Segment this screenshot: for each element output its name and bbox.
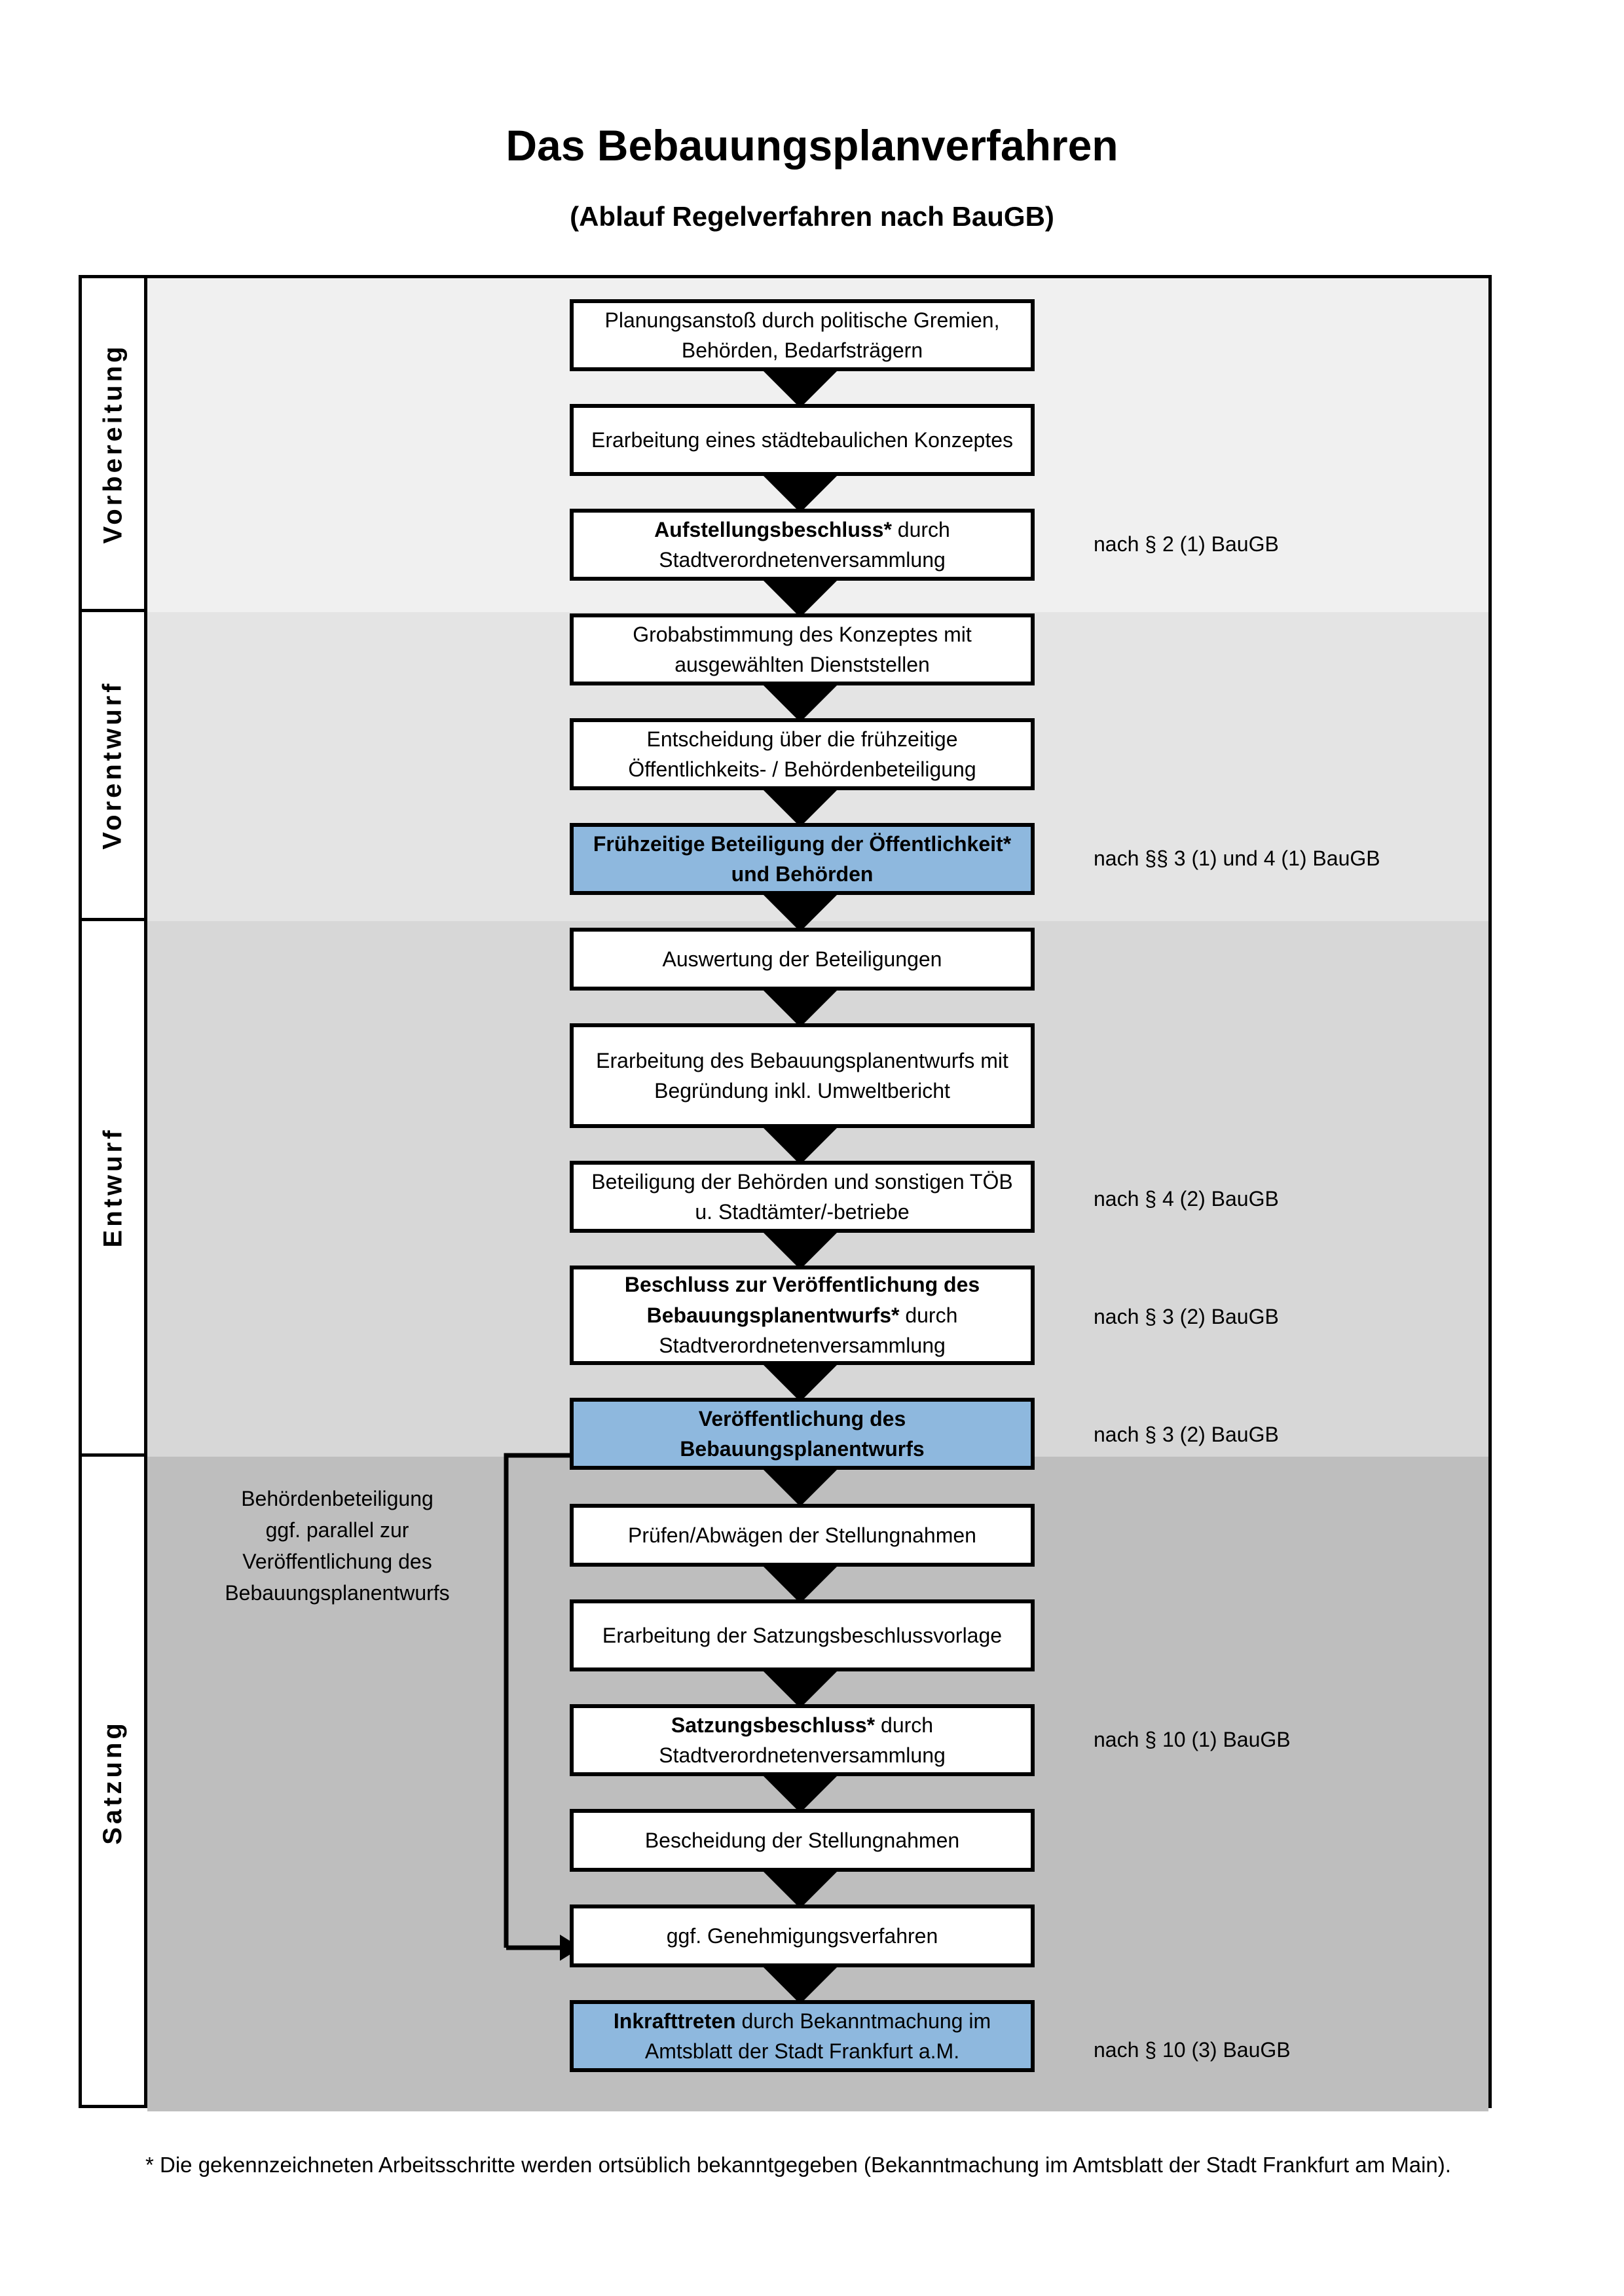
title-block: Das Bebauungsplanverfahren (Ablauf Regel… <box>0 122 1624 232</box>
step-label: Erarbeitung eines städtebaulichen Konzep… <box>591 428 1013 452</box>
step-label: Inkrafttreten durch Bekanntmachung im Am… <box>613 2009 991 2063</box>
arrow-icon-1 <box>760 367 841 408</box>
step-label: Beteiligung der Behörden und sonstigen T… <box>591 1169 1013 1224</box>
arrow-icon-12 <box>760 1563 841 1603</box>
phase-label-rail: Vorbereitung Vorentwurf Entwurf Satzung <box>82 278 147 2105</box>
note-par2: nach § 2 (1) BauGB <box>1094 532 1279 556</box>
step-label: Auswertung der Beteiligungen <box>662 947 942 971</box>
arrow-icon-8 <box>760 1124 841 1165</box>
step-fruehzeitige-beteiligung[interactable]: Frühzeitige Beteiligung der Öffentlichke… <box>570 823 1035 895</box>
page-subtitle: (Ablauf Regelverfahren nach BauGB) <box>570 200 1054 232</box>
side-note-parallel: Behördenbeteiligung ggf. parallel zur Ve… <box>196 1483 478 1609</box>
arrow-icon-3 <box>760 577 841 617</box>
phase-label-entwurf: Entwurf <box>98 1127 127 1248</box>
parallel-path-connector <box>504 1453 580 1961</box>
step-bescheidung-stellungnahmen[interactable]: Bescheidung der Stellungnahmen <box>570 1809 1035 1872</box>
step-label: Beschluss zur Veröffentlichung des Bebau… <box>624 1273 980 1358</box>
step-label: Grobabstimmung des Konzeptes mit ausgewä… <box>633 622 972 676</box>
step-label: Veröffentlichung des Bebauungsplanentwur… <box>680 1406 925 1461</box>
arrow-icon-7 <box>760 987 841 1027</box>
arrow-icon-5 <box>760 786 841 827</box>
step-inkrafttreten[interactable]: Inkrafttreten durch Bekanntmachung im Am… <box>570 2000 1035 2072</box>
phase-label-vorbereitung: Vorbereitung <box>98 343 127 544</box>
page-title: Das Bebauungsplanverfahren <box>506 121 1118 170</box>
flowchart-frame: Vorbereitung Vorentwurf Entwurf Satzung … <box>79 275 1492 2111</box>
step-label: Entscheidung über die frühzeitige Öffent… <box>628 727 976 781</box>
step-label: Satzungsbeschluss* durch Stadtverordnete… <box>659 1713 946 1767</box>
step-satzungsbeschluss[interactable]: Satzungsbeschluss* durch Stadtverordnete… <box>570 1704 1035 1776</box>
step-label: Prüfen/Abwägen der Stellungnahmen <box>628 1523 976 1547</box>
footnote: * Die gekennzeichneten Arbeitsschritte w… <box>145 2153 1451 2177</box>
step-erarbeitung-satzungsvorlage[interactable]: Erarbeitung der Satzungsbeschlussvorlage <box>570 1599 1035 1671</box>
phase-cell-vorbereitung: Vorbereitung <box>82 278 144 612</box>
step-aufstellungsbeschluss[interactable]: Aufstellungsbeschluss* durch Stadtverord… <box>570 509 1035 581</box>
step-staedtebauliches-konzept[interactable]: Erarbeitung eines städtebaulichen Konzep… <box>570 404 1035 476</box>
arrow-icon-2 <box>760 472 841 513</box>
arrow-icon-14 <box>760 1772 841 1813</box>
side-note-line-2: ggf. parallel zur <box>265 1518 409 1542</box>
arrow-icon-4 <box>760 682 841 722</box>
arrow-icon-16 <box>760 1963 841 2004</box>
phase-cell-satzung: Satzung <box>82 1457 144 2108</box>
step-veroeffentlichung-bplan[interactable]: Veröffentlichung des Bebauungsplanentwur… <box>570 1398 1035 1470</box>
arrow-icon-10 <box>760 1361 841 1402</box>
side-note-line-4: Bebauungsplanentwurfs <box>225 1581 450 1605</box>
note-par4-2: nach § 4 (2) BauGB <box>1094 1187 1279 1211</box>
arrow-icon-9 <box>760 1229 841 1269</box>
step-label: Erarbeitung der Satzungsbeschlussvorlage <box>602 1623 1003 1647</box>
step-grobabstimmung[interactable]: Grobabstimmung des Konzeptes mit ausgewä… <box>570 613 1035 685</box>
note-par3-2-b: nach § 3 (2) BauGB <box>1094 1423 1279 1446</box>
step-beteiligung-behoerden-toeb[interactable]: Beteiligung der Behörden und sonstigen T… <box>570 1161 1035 1233</box>
side-note-line-1: Behördenbeteiligung <box>241 1487 434 1510</box>
phase-label-vorentwurf: Vorentwurf <box>98 680 127 850</box>
arrow-icon-15 <box>760 1868 841 1908</box>
phase-cell-entwurf: Entwurf <box>82 921 144 1457</box>
note-par10-1: nach § 10 (1) BauGB <box>1094 1728 1291 1751</box>
step-genehmigungsverfahren[interactable]: ggf. Genehmigungsverfahren <box>570 1904 1035 1967</box>
step-label: Bescheidung der Stellungnahmen <box>644 1828 960 1852</box>
note-par3-2-a: nach § 3 (2) BauGB <box>1094 1305 1279 1328</box>
step-label: Frühzeitige Beteiligung der Öffentlichke… <box>593 831 1012 886</box>
step-beschluss-veroeffentlichung[interactable]: Beschluss zur Veröffentlichung des Bebau… <box>570 1266 1035 1365</box>
step-entscheidung-beteiligung[interactable]: Entscheidung über die frühzeitige Öffent… <box>570 718 1035 790</box>
step-planungsanstoss[interactable]: Planungsanstoß durch politische Gremien,… <box>570 299 1035 371</box>
step-auswertung-beteiligungen[interactable]: Auswertung der Beteiligungen <box>570 928 1035 991</box>
note-par10-3: nach § 10 (3) BauGB <box>1094 2038 1291 2062</box>
arrow-icon-6 <box>760 891 841 932</box>
note-par3-4: nach §§ 3 (1) und 4 (1) BauGB <box>1094 847 1380 870</box>
step-pruefen-abwaegen[interactable]: Prüfen/Abwägen der Stellungnahmen <box>570 1504 1035 1567</box>
step-label: Planungsanstoß durch politische Gremien,… <box>604 308 1000 362</box>
step-erarbeitung-bplan-entwurf[interactable]: Erarbeitung des Bebauungsplanentwurfs mi… <box>570 1023 1035 1128</box>
step-label: ggf. Genehmigungsverfahren <box>666 1923 938 1948</box>
phase-cell-vorentwurf: Vorentwurf <box>82 612 144 921</box>
step-label: Erarbeitung des Bebauungsplanentwurfs mi… <box>596 1048 1008 1102</box>
phase-label-satzung: Satzung <box>98 1720 128 1845</box>
arrow-icon-13 <box>760 1667 841 1708</box>
side-note-line-3: Veröffentlichung des <box>242 1550 432 1573</box>
step-label: Aufstellungsbeschluss* durch Stadtverord… <box>654 517 950 572</box>
arrow-icon-11 <box>760 1466 841 1506</box>
